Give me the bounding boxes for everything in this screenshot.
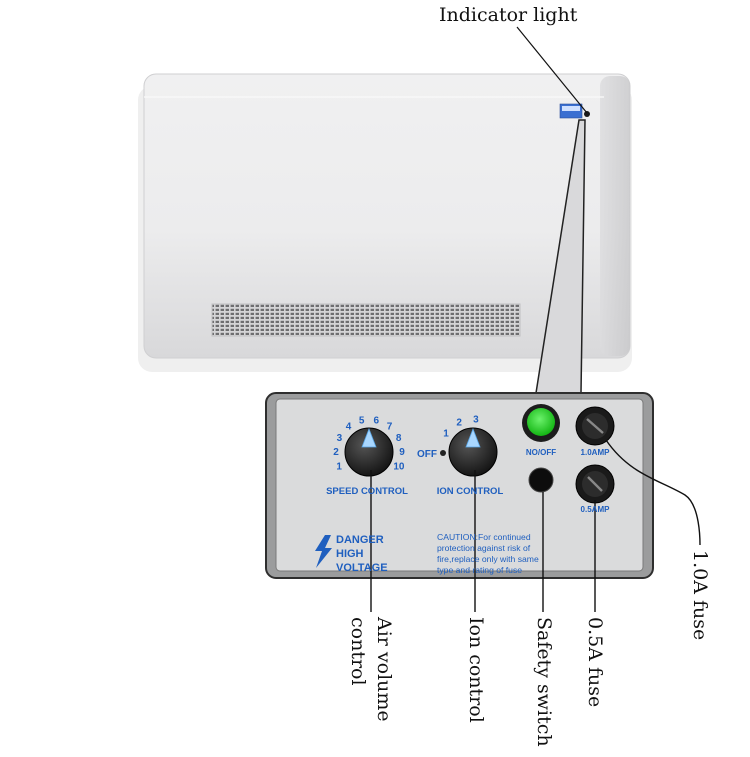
- caution-line-4: type and rating of fuse: [437, 565, 522, 575]
- speed-tick-6: 6: [374, 415, 380, 426]
- ion-tick-2: 2: [456, 418, 462, 429]
- safety-switch[interactable]: [528, 467, 554, 493]
- fuse-1a-label: 1.0AMP: [581, 448, 611, 457]
- air-volume-callout-line-1: Air volume: [373, 617, 395, 722]
- danger-line-2: HIGH: [336, 548, 364, 560]
- fuse-holder-1a[interactable]: [575, 406, 615, 446]
- speed-tick-8: 8: [396, 433, 402, 444]
- fuse-one-callout: 1.0A fuse: [689, 550, 711, 641]
- ion-control-label: ION CONTROL: [437, 486, 504, 497]
- danger-line-1: DANGER: [336, 534, 384, 546]
- fuse-half-label: 0.5AMP: [581, 505, 611, 514]
- off-label: OFF: [417, 449, 437, 460]
- indicator-leader-line: [516, 26, 588, 114]
- speed-tick-2: 2: [333, 447, 339, 458]
- fuse-half-callout: 0.5A fuse: [584, 617, 606, 708]
- ion-off-dot: [440, 450, 446, 456]
- ion-tick-1: 1: [443, 429, 449, 440]
- safety-switch-callout: Safety switch: [533, 617, 555, 747]
- caution-line-1: CAUTION:For continued: [437, 532, 531, 542]
- fuse-one-leader: [605, 439, 701, 546]
- caution-line-3: fire,replace only with same: [437, 554, 539, 564]
- indicator-callout: Indicator light: [439, 4, 578, 26]
- air-volume-callout-line-2: control: [347, 617, 369, 686]
- air-grille: [211, 303, 521, 337]
- speed-tick-10: 10: [393, 461, 405, 472]
- speed-tick-9: 9: [399, 447, 405, 458]
- speed-tick-4: 4: [346, 422, 352, 433]
- danger-line-3: VOLTAGE: [336, 562, 388, 574]
- speed-tick-1: 1: [336, 461, 342, 472]
- ion-tick-3: 3: [473, 415, 479, 426]
- speed-tick-5: 5: [359, 415, 365, 426]
- lightning-icon: [315, 535, 332, 568]
- air-volume-callout: Air volume control: [345, 617, 397, 747]
- fuse-holder-half[interactable]: [575, 464, 615, 504]
- ion-knob[interactable]: [448, 427, 498, 477]
- air-purifier-unit: [138, 73, 632, 372]
- ion-control-callout: Ion control: [465, 617, 487, 723]
- speed-knob[interactable]: [344, 427, 394, 477]
- power-button[interactable]: [522, 404, 560, 442]
- caution-line-2: protection against risk of: [437, 543, 531, 553]
- indicator-light: [559, 103, 590, 119]
- no-off-label: NO/OFF: [526, 448, 556, 457]
- speed-tick-7: 7: [387, 422, 393, 433]
- speed-tick-3: 3: [337, 433, 343, 444]
- speed-control-label: SPEED CONTROL: [326, 486, 408, 497]
